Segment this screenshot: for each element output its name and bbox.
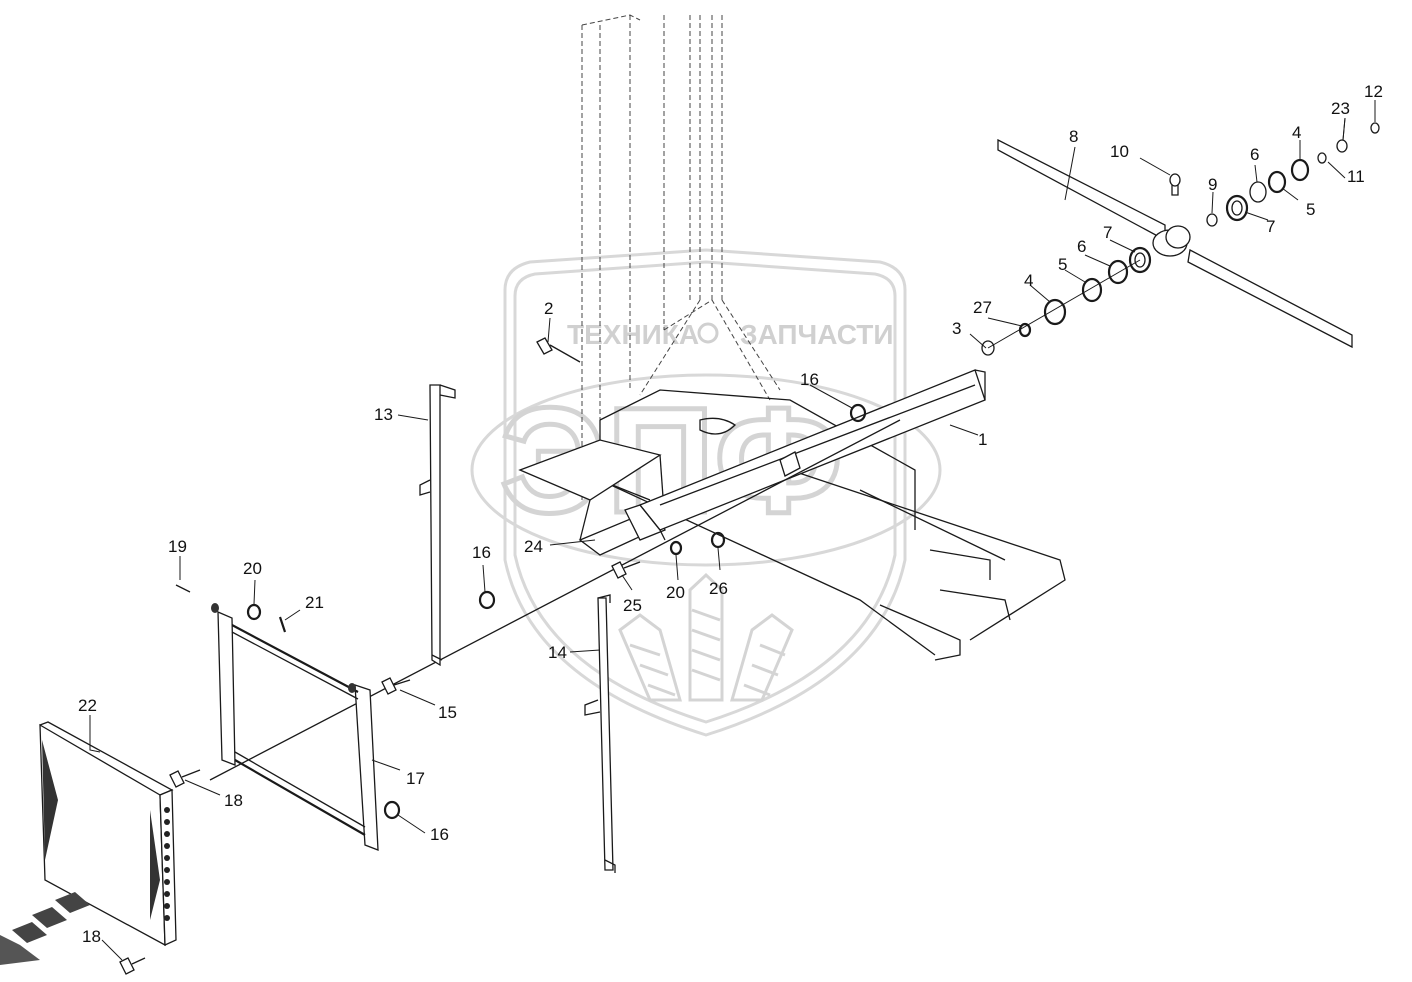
pin-19 bbox=[175, 584, 191, 593]
callout-7: 7 bbox=[1266, 217, 1275, 236]
callout-11: 11 bbox=[1347, 167, 1365, 186]
callout-6: 6 bbox=[1077, 237, 1086, 256]
circlip-12 bbox=[1370, 122, 1380, 134]
callout-6: 6 bbox=[1250, 145, 1259, 164]
callout-26: 26 bbox=[709, 579, 728, 598]
bearing-stack-upper bbox=[1169, 122, 1380, 227]
filter-pad bbox=[55, 892, 90, 913]
callouts: 1 2 3 4 4 5 5 6 6 7 7 8 9 10 11 12 13 14… bbox=[78, 82, 1383, 946]
callout-1: 1 bbox=[978, 430, 987, 449]
bushing-26 bbox=[710, 531, 726, 549]
ring-5-upper bbox=[1267, 170, 1287, 194]
ring-4-lower bbox=[1043, 298, 1067, 326]
callout-24: 24 bbox=[524, 537, 543, 556]
seal-6-upper bbox=[1249, 181, 1267, 203]
callout-23: 23 bbox=[1331, 99, 1350, 118]
washer-20-left bbox=[246, 603, 262, 621]
callout-16: 16 bbox=[430, 825, 449, 844]
filter-pad bbox=[32, 907, 67, 928]
bearing-7-lower bbox=[1128, 246, 1152, 274]
callout-9: 9 bbox=[1208, 175, 1217, 194]
callout-4: 4 bbox=[1024, 271, 1033, 290]
washer-23 bbox=[1336, 139, 1348, 153]
bearing-7-upper bbox=[1225, 194, 1249, 222]
vertical-bracket-14 bbox=[584, 594, 616, 873]
bolt-25 bbox=[611, 561, 641, 579]
nut-16-mid bbox=[478, 590, 496, 610]
axis-line-bearings bbox=[987, 259, 1141, 349]
callout-27: 27 bbox=[973, 298, 992, 317]
nut-16-bottom bbox=[383, 800, 401, 820]
filter-pad bbox=[0, 935, 40, 965]
callout-19: 19 bbox=[168, 537, 187, 556]
callout-20: 20 bbox=[243, 559, 262, 578]
callout-16: 16 bbox=[472, 543, 491, 562]
callout-13: 13 bbox=[374, 405, 393, 424]
callout-25: 25 bbox=[623, 596, 642, 615]
callout-3: 3 bbox=[952, 319, 961, 338]
bolt-15 bbox=[381, 677, 411, 695]
bolt-18-upper bbox=[169, 769, 201, 788]
callout-18: 18 bbox=[224, 791, 243, 810]
cotter-pin-21 bbox=[278, 616, 287, 633]
ring-4-upper bbox=[1290, 158, 1310, 182]
callout-15: 15 bbox=[438, 703, 457, 722]
callout-5: 5 bbox=[1306, 200, 1315, 219]
callout-10: 10 bbox=[1110, 142, 1129, 161]
hardware bbox=[119, 337, 867, 975]
washer-20-right bbox=[669, 540, 683, 556]
bolt-2 bbox=[536, 337, 581, 363]
frame-17 bbox=[211, 603, 379, 851]
watermark-wheat-icon bbox=[618, 572, 794, 702]
watermark-text-left: ТЕХНИКА bbox=[567, 319, 699, 350]
main-arm-1 bbox=[638, 369, 986, 541]
callout-22: 22 bbox=[78, 696, 97, 715]
vertical-bracket-13 bbox=[419, 384, 456, 667]
leader-lines bbox=[89, 100, 1376, 961]
bolt-18-lower bbox=[119, 957, 146, 975]
callout-5: 5 bbox=[1058, 255, 1067, 274]
shaft-8 bbox=[997, 138, 1353, 349]
radiator-screen-22 bbox=[0, 721, 177, 965]
tie-rod bbox=[209, 419, 901, 781]
callout-21: 21 bbox=[305, 593, 324, 612]
washer-9 bbox=[1206, 213, 1218, 227]
callout-8: 8 bbox=[1069, 127, 1078, 146]
nut-16-top bbox=[849, 403, 867, 423]
callout-16: 16 bbox=[800, 370, 819, 389]
seal-6-lower bbox=[1107, 259, 1129, 285]
ring-5-lower bbox=[1081, 277, 1103, 303]
filter-pad bbox=[12, 922, 47, 943]
grease-nipple-10 bbox=[1169, 173, 1181, 187]
callout-7: 7 bbox=[1103, 223, 1112, 242]
callout-4: 4 bbox=[1292, 123, 1301, 142]
callout-2: 2 bbox=[544, 299, 553, 318]
watermark-text-right: ЗАПЧАСТИ bbox=[740, 319, 893, 350]
radiator-fins bbox=[164, 807, 170, 921]
frame-dashed-outline bbox=[581, 14, 781, 500]
callout-12: 12 bbox=[1364, 82, 1383, 101]
watermark-gear-icon bbox=[697, 322, 719, 344]
callout-18: 18 bbox=[82, 927, 101, 946]
washer-11 bbox=[1317, 152, 1327, 164]
callout-14: 14 bbox=[548, 643, 567, 662]
callout-20: 20 bbox=[666, 583, 685, 602]
callout-17: 17 bbox=[406, 769, 425, 788]
